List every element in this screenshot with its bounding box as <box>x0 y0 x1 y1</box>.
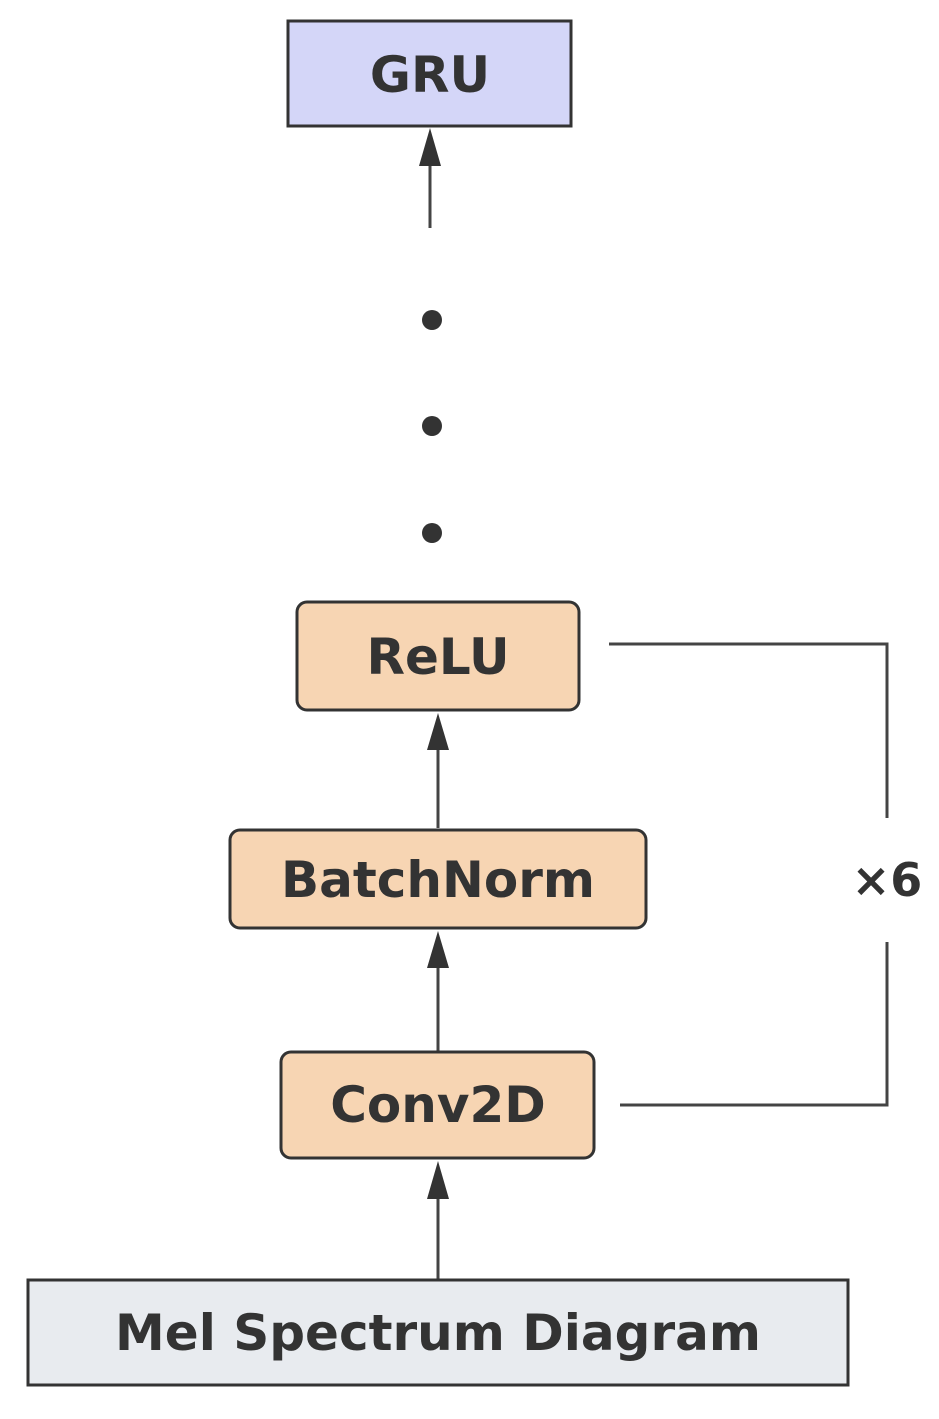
gru-box <box>286 19 573 128</box>
dot <box>422 416 442 436</box>
gru-label: GRU <box>370 46 490 104</box>
dot <box>422 310 442 330</box>
ellipsis-dots <box>422 310 442 543</box>
batchnorm-label: BatchNorm <box>281 851 595 909</box>
input-box <box>26 1278 850 1387</box>
batchnorm-node: BatchNorm <box>228 828 648 930</box>
relu-label: ReLU <box>366 628 509 686</box>
dot <box>422 523 442 543</box>
arrowhead-icon <box>419 128 441 166</box>
relu-box <box>295 600 581 712</box>
conv2d-box <box>279 1050 596 1160</box>
arrowhead-icon <box>427 1161 449 1199</box>
arrow-conv2d-to-batchnorm <box>427 931 449 1052</box>
batchnorm-box <box>228 828 648 930</box>
arrow-batchnorm-to-relu <box>427 713 449 828</box>
arrow-input-to-conv2d <box>427 1161 449 1280</box>
conv2d-node: Conv2D <box>279 1050 596 1160</box>
relu-node: ReLU <box>295 600 581 712</box>
input-node: Mel Spectrum Diagram <box>26 1278 850 1387</box>
repeat-bracket-bottom <box>620 942 889 1107</box>
arrowhead-icon <box>427 931 449 968</box>
repeat-count-label: ×6 <box>852 853 923 907</box>
gru-node: GRU <box>286 19 573 128</box>
repeat-bracket-top <box>609 642 889 818</box>
arrow-to-gru <box>419 128 441 228</box>
repeat-bracket: ×6 <box>609 642 923 1107</box>
conv2d-label: Conv2D <box>330 1076 546 1134</box>
arrowhead-icon <box>427 713 449 750</box>
input-label: Mel Spectrum Diagram <box>115 1304 761 1362</box>
